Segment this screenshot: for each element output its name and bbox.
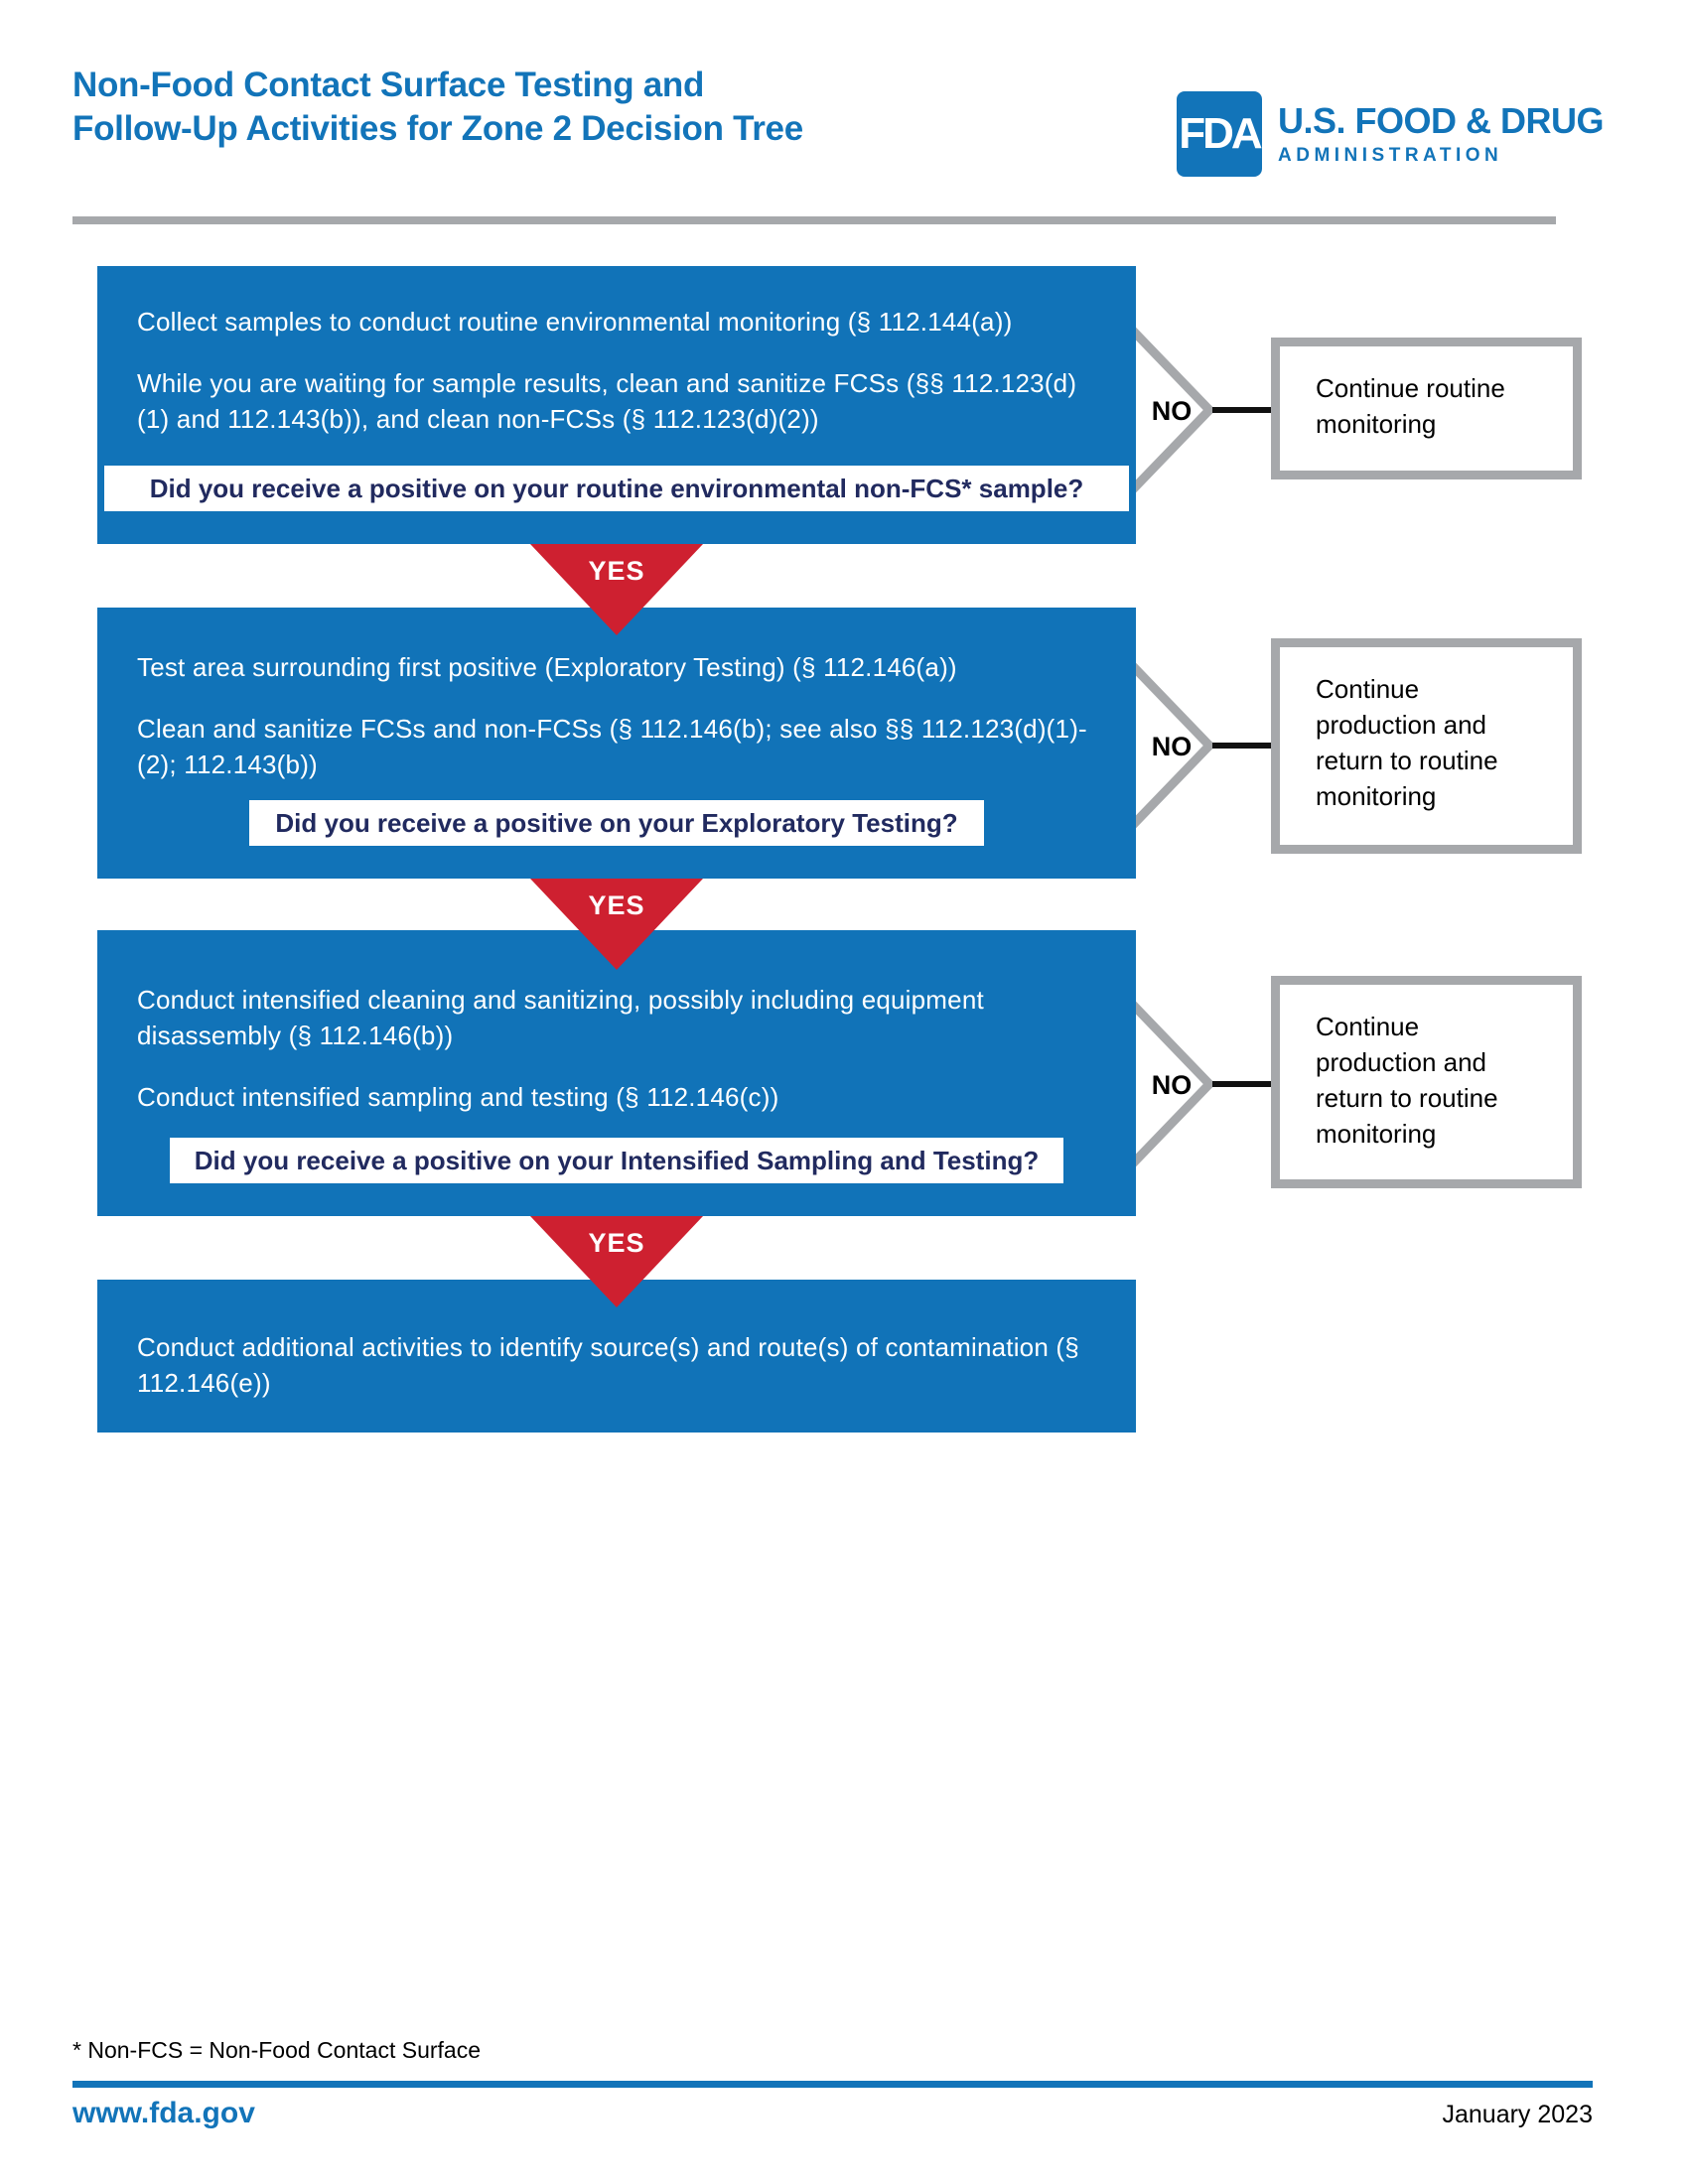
question-bar-3: Did you receive a positive on your Inten… [170, 1138, 1063, 1183]
no-connector-1 [1212, 407, 1272, 413]
fda-wordmark-line2: ADMINISTRATION [1278, 145, 1503, 166]
step-1-paragraph-2: While you are waiting for sample results… [137, 368, 1077, 434]
page-title-line2: Follow-Up Activities for Zone 2 Decision… [72, 109, 803, 148]
fda-wordmark: U.S. FOOD & DRUG ADMINISTRATION [1278, 91, 1605, 167]
step-2-paragraph-2: Clean and sanitize FCSs and non-FCSs (§ … [137, 714, 1087, 779]
step-1-paragraph-1: Collect samples to conduct routine envir… [137, 307, 1013, 337]
step-box-1: Collect samples to conduct routine envir… [97, 266, 1136, 544]
header-divider [72, 216, 1556, 224]
no-triangle-icon-3 [1132, 1000, 1216, 1168]
question-bar-1: Did you receive a positive on your routi… [104, 466, 1129, 511]
no-label-2: NO [1151, 732, 1193, 761]
fda-wordmark-line1: U.S. FOOD & DRUG [1278, 100, 1605, 141]
step-2-paragraph-1: Test area surrounding first positive (Ex… [137, 652, 957, 682]
no-connector-2 [1212, 743, 1272, 749]
footer-divider [72, 2081, 1593, 2088]
step-box-2: Test area surrounding first positive (Ex… [97, 608, 1136, 879]
no-result-box-3: Continue production and return to routin… [1271, 976, 1582, 1188]
footer-date: January 2023 [1442, 2101, 1593, 2128]
footnote: * Non-FCS = Non-Food Contact Surface [72, 2037, 481, 2063]
no-result-box-2: Continue production and return to routin… [1271, 638, 1582, 854]
no-triangle-icon-1 [1132, 326, 1216, 494]
question-bar-2: Did you receive a positive on your Explo… [249, 800, 984, 846]
page-title-line1: Non-Food Contact Surface Testing and [72, 66, 705, 104]
fda-logo: FDA U.S. FOOD & DRUG ADMINISTRATION [1177, 91, 1605, 177]
no-connector-3 [1212, 1081, 1272, 1087]
no-triangle-icon-2 [1132, 661, 1216, 830]
step-box-3: Conduct intensified cleaning and sanitiz… [97, 930, 1136, 1216]
no-result-box-1: Continue routine monitoring [1271, 338, 1582, 479]
no-label-1: NO [1151, 396, 1193, 426]
step-3-paragraph-1: Conduct intensified cleaning and sanitiz… [137, 985, 984, 1050]
step-4-paragraph-1: Conduct additional activities to identif… [137, 1332, 1079, 1398]
fda-logo-icon: FDA [1177, 91, 1263, 177]
no-label-3: NO [1151, 1070, 1193, 1100]
fda-gov-link[interactable]: www.fda.gov [72, 2097, 255, 2129]
step-3-paragraph-2: Conduct intensified sampling and testing… [137, 1082, 779, 1112]
page-title: Non-Food Contact Surface Testing and Fol… [72, 64, 803, 151]
